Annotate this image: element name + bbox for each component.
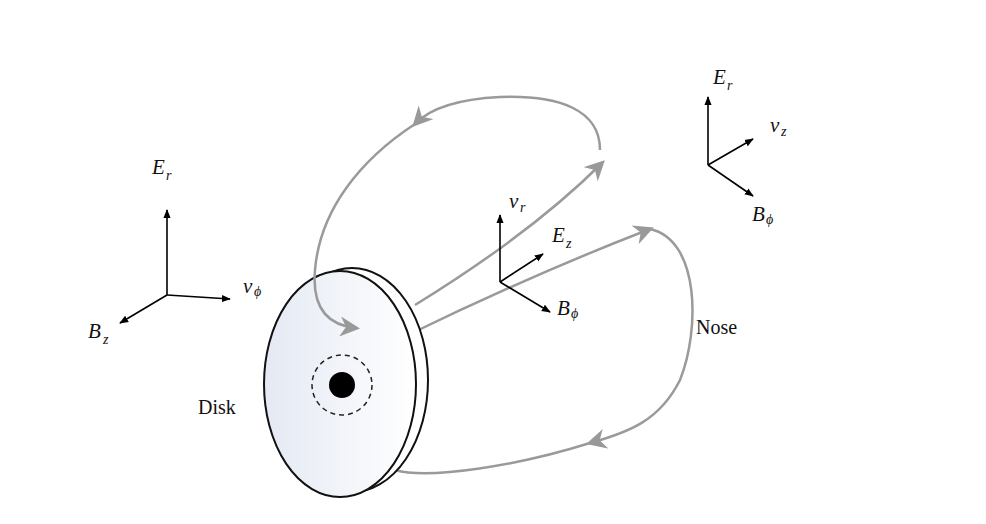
part-label: Nose [696,317,737,337]
axis-triad [120,210,230,323]
field-subscript: ϕ [254,285,261,299]
field-symbol: B [557,298,570,319]
field-subscript: r [727,79,732,93]
field-subscript: z [103,333,108,347]
field-symbol: E [713,67,726,88]
field-symbol: E [152,157,165,178]
field-symbol: E [552,225,565,246]
field-symbol: v [243,276,252,297]
axis-triad [708,97,753,196]
field-line [315,97,602,328]
part-label: Disk [198,397,236,417]
field-symbol: v [770,115,779,136]
field-subscript: z [781,125,786,139]
field-subscript: z [566,237,571,251]
axis-triad [500,215,550,312]
black-hole [329,372,355,398]
field-subscript: ϕ [766,213,773,227]
horizon-ring [312,355,372,415]
field-symbol: B [752,204,765,225]
field-line [382,229,692,473]
field-subscript: r [166,169,171,183]
accretion-disk [264,268,428,497]
field-symbol: B [88,321,101,342]
field-symbol: v [509,191,518,212]
field-subscript: r [520,201,525,215]
field-subscript: ϕ [571,307,578,321]
